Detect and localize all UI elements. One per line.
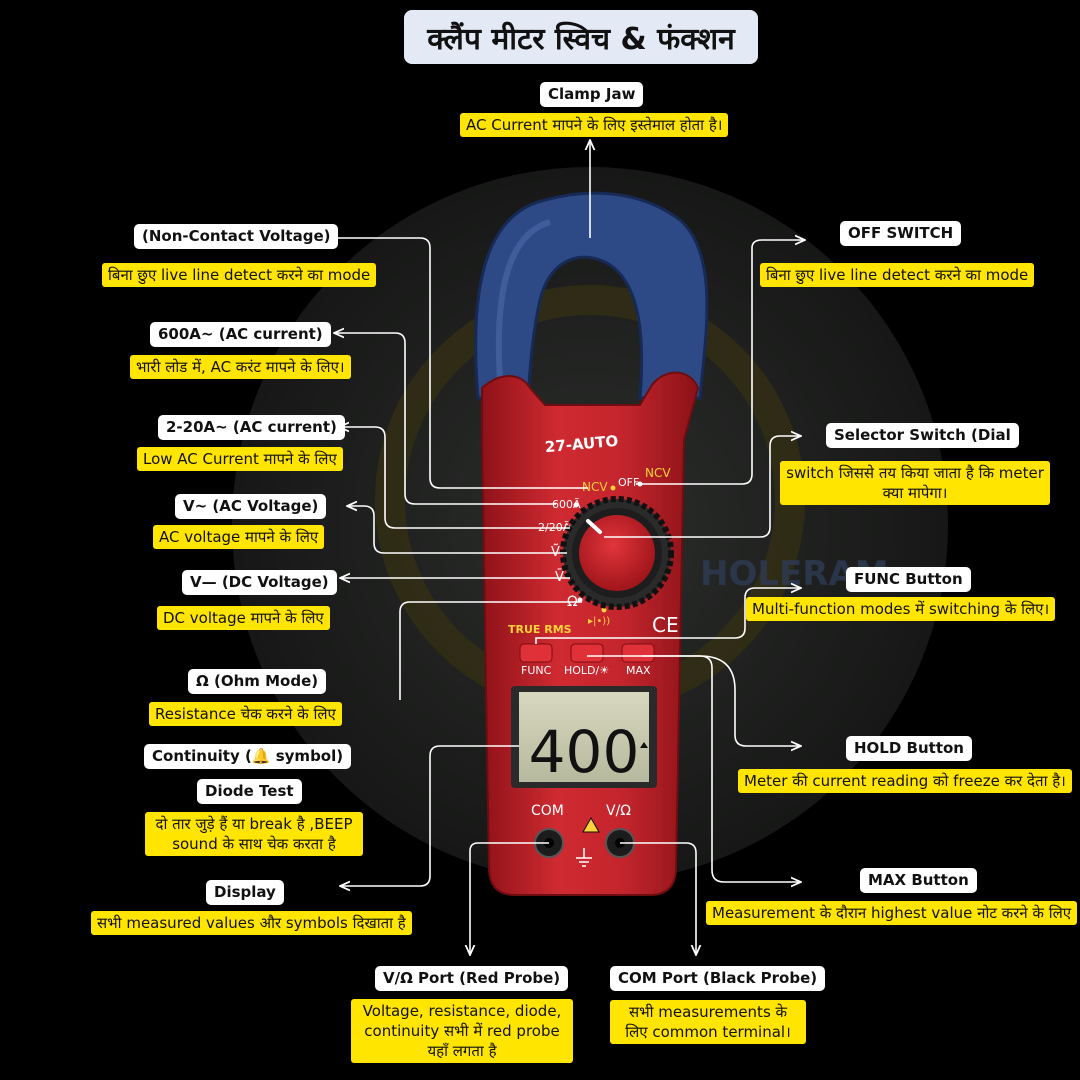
hold-button-label: HOLD/☀ bbox=[564, 664, 609, 677]
selector-dial[interactable] bbox=[560, 496, 674, 610]
off-switch-label: OFF SWITCH bbox=[840, 221, 962, 246]
max-button-label: MAX bbox=[626, 664, 651, 677]
dial-off: OFF bbox=[618, 476, 639, 489]
lcd-display bbox=[519, 692, 649, 782]
max-label: MAX Button bbox=[860, 868, 977, 893]
func-button-label: FUNC bbox=[521, 664, 552, 677]
ncv-label: (Non-Contact Voltage) bbox=[134, 224, 339, 249]
dial-600a: 600Ã bbox=[552, 498, 581, 511]
func-label: FUNC Button bbox=[846, 567, 971, 592]
ce-mark: CE bbox=[652, 613, 679, 637]
vac-desc: AC voltage मापने के लिए bbox=[153, 525, 325, 549]
continuity-label: Continuity (🔔 symbol) bbox=[144, 744, 352, 769]
vohm-port-label: V/Ω bbox=[606, 803, 631, 819]
com-port-callout-label: COM Port (Black Probe) bbox=[610, 966, 826, 991]
true-rms-label: TRUE RMS bbox=[508, 623, 572, 636]
func-desc: Multi-function modes में switching के लि… bbox=[746, 597, 1056, 621]
vohm-port-callout-desc: Voltage, resistance, diode, continuity स… bbox=[351, 999, 573, 1063]
vdc-desc: DC voltage मापने के लिए bbox=[157, 606, 330, 630]
hold-label: HOLD Button bbox=[846, 736, 972, 761]
func-button[interactable] bbox=[519, 643, 553, 663]
ground-icon bbox=[576, 848, 592, 867]
dial-vac: Ṽ bbox=[551, 544, 560, 560]
ohm-desc: Resistance चेक करने के लिए bbox=[149, 702, 342, 726]
vac-label: V~ (AC Voltage) bbox=[175, 494, 327, 519]
display-value: 400 bbox=[529, 718, 640, 786]
max-desc: Measurement के दौरान highest value नोट क… bbox=[706, 901, 1078, 925]
amp2-20-desc: Low AC Current मापने के लिए bbox=[137, 447, 343, 471]
com-port-callout-desc: सभी measurements के लिए common terminal। bbox=[610, 1000, 806, 1044]
display-label: Display bbox=[206, 880, 284, 905]
selector-desc: switch जिससे तय किया जाता है कि meter क्… bbox=[780, 461, 1050, 505]
dial-diode: ▸|•)) bbox=[588, 616, 610, 627]
display-desc: सभी measured values और symbols दिखाता है bbox=[91, 911, 412, 935]
hold-desc: Meter की current reading को freeze कर दे… bbox=[738, 769, 1072, 793]
vohm-port-callout-label: V/Ω Port (Red Probe) bbox=[375, 966, 569, 991]
ncv-desc: बिना छुए live line detect करने का mode bbox=[102, 263, 377, 287]
amp2-20-label: 2-20A~ (AC current) bbox=[158, 415, 345, 440]
ohm-label: Ω (Ohm Mode) bbox=[188, 669, 327, 694]
max-button[interactable] bbox=[621, 643, 655, 663]
leader-lines bbox=[327, 140, 805, 955]
com-port-label: COM bbox=[531, 803, 564, 819]
selector-label: Selector Switch (Dial bbox=[826, 423, 1019, 448]
amp600-desc: भारी लोड में, AC करंट मापने के लिए। bbox=[130, 355, 351, 379]
clamp-jaw-shade bbox=[495, 219, 551, 381]
dial-ncv-right: NCV bbox=[645, 466, 671, 480]
amp600-label: 600A~ (AC current) bbox=[150, 322, 331, 347]
diode-label: Diode Test bbox=[197, 779, 302, 804]
diode-desc: दो तार जुड़े हैं या break है ,BEEP sound… bbox=[145, 812, 363, 856]
dial-ncv-left: NCV bbox=[582, 480, 608, 494]
off-switch-desc: बिना छुए live line detect करने का mode bbox=[760, 263, 1035, 287]
hold-button[interactable] bbox=[570, 643, 604, 663]
vdc-label: V— (DC Voltage) bbox=[182, 570, 337, 595]
display-arrow-icon bbox=[640, 742, 648, 748]
warning-triangle-icon bbox=[582, 816, 600, 833]
clamp-jaw bbox=[474, 191, 709, 400]
clamp-jaw-label: Clamp Jaw bbox=[540, 82, 644, 107]
page-title: क्लैंप मीटर स्विच & फंक्शन bbox=[404, 10, 758, 64]
clamp-jaw-desc: AC Current मापने के लिए इस्तेमाल होता है… bbox=[460, 113, 729, 137]
